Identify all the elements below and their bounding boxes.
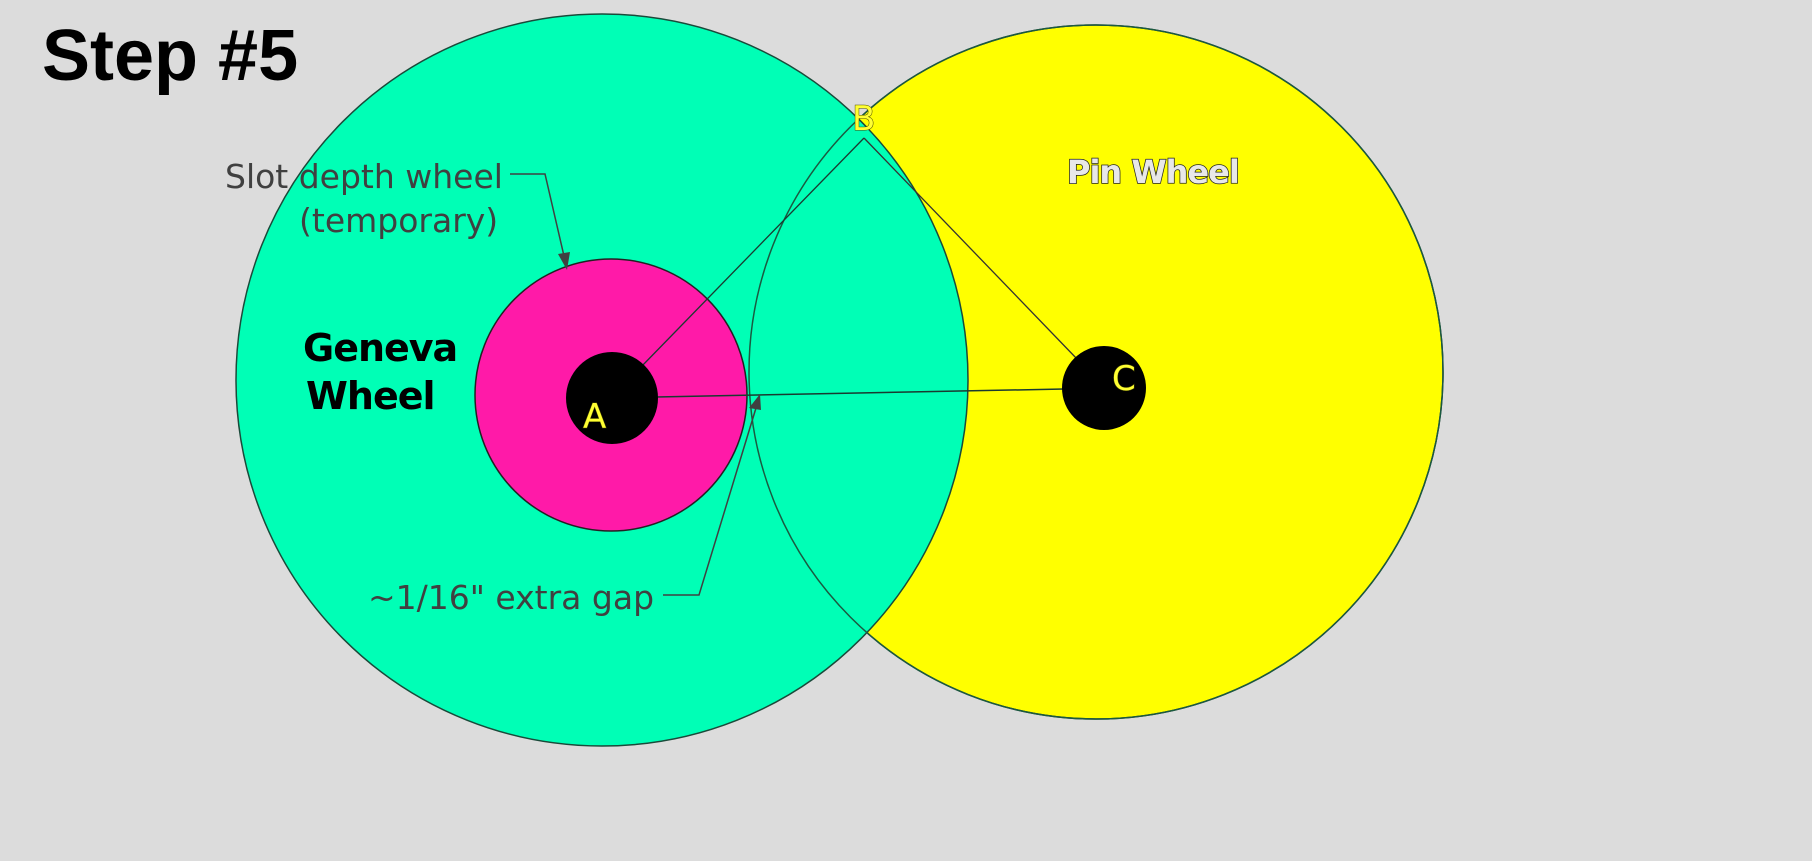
point-a-label: A (583, 397, 606, 437)
geneva-wheel-label-line1: Geneva (303, 326, 457, 370)
gap-note: ~1/16" extra gap (368, 578, 654, 617)
slot-depth-arrowhead (558, 252, 570, 270)
point-b-label: B (852, 99, 875, 139)
point-c-label: C (1112, 359, 1136, 399)
hub-c (1062, 346, 1146, 430)
pin-wheel-label: Pin Wheel (1067, 153, 1239, 191)
hub-a (566, 352, 658, 444)
slot-depth-label-line2: (temporary) (299, 201, 498, 240)
slot-depth-label-line1: Slot depth wheel (225, 157, 503, 196)
line-a-b (639, 137, 865, 369)
geneva-wheel-label-line2: Wheel (306, 374, 435, 418)
page-title: Step #5 (42, 16, 298, 96)
line-a-c (655, 388, 1065, 398)
line-b-c (863, 137, 1079, 361)
gap-leader (663, 407, 757, 596)
slot-depth-leader (510, 173, 565, 257)
pin-wheel-outline (748, 24, 1444, 720)
gap-arrowhead (749, 394, 761, 410)
